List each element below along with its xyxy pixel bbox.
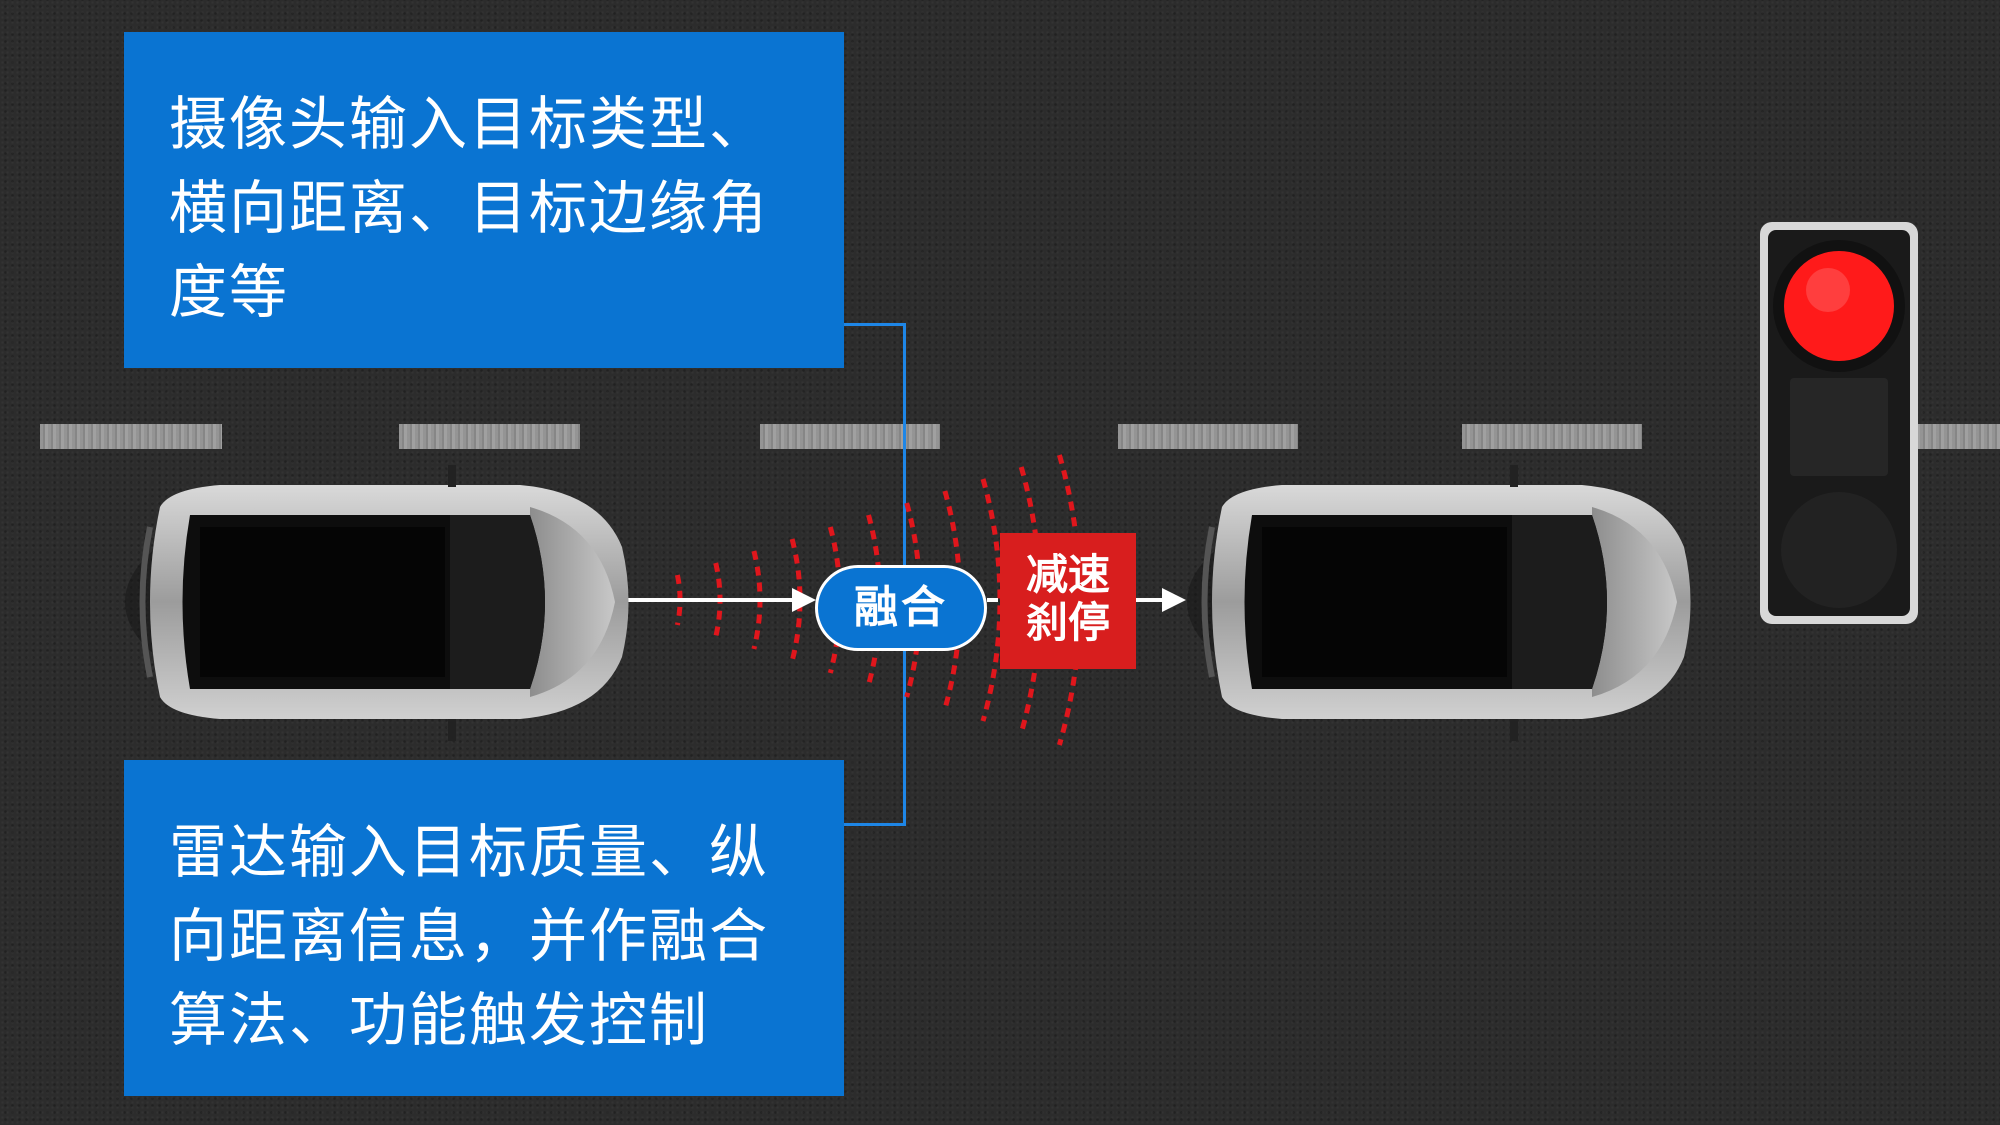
- camera-text-line: 摄像头输入目标类型、: [169, 90, 770, 158]
- fusion-node: 融合: [815, 565, 987, 651]
- radar-wave-arc: [827, 526, 843, 674]
- lane-marking: [1118, 424, 1298, 449]
- lane-marking: [1462, 424, 1642, 449]
- brake-node: 减速 刹停: [1000, 533, 1136, 669]
- radar-wave-arc: [942, 490, 963, 710]
- lane-marking: [40, 424, 222, 449]
- camera-connector-h: [844, 323, 905, 326]
- arrow-brake-to-car: [1136, 588, 1186, 612]
- camera-input-box: 摄像头输入目标类型、 横向距离、目标边缘角 度等: [124, 32, 844, 368]
- arrow-car-to-fusion: [615, 588, 816, 612]
- lane-marking: [399, 424, 580, 449]
- radar-input-box: 雷达输入目标质量、纵 向距离信息，并作融合 算法、功能触发控制: [124, 760, 844, 1096]
- brake-label-line: 减速: [1025, 550, 1110, 599]
- lane-marking: [760, 424, 940, 449]
- radar-connector-v: [903, 648, 906, 826]
- radar-connector-h: [844, 823, 905, 826]
- radar-text-line: 向距离信息，并作融合: [169, 902, 770, 970]
- lane-marking: [1912, 424, 2000, 449]
- radar-wave-arc: [980, 478, 1003, 722]
- radar-wave-arc: [674, 574, 683, 626]
- radar-text-line: 算法、功能触发控制: [169, 986, 710, 1054]
- brake-label-line: 刹停: [1025, 598, 1110, 647]
- camera-text-line: 度等: [169, 258, 290, 326]
- camera-connector-v: [903, 323, 906, 568]
- green-light-icon: [1781, 492, 1897, 608]
- yellow-light-icon: [1790, 378, 1888, 476]
- camera-text-line: 横向距离、目标边缘角: [169, 174, 770, 242]
- red-light-icon: [1784, 251, 1894, 361]
- radar-text-line: 雷达输入目标质量、纵: [169, 818, 770, 886]
